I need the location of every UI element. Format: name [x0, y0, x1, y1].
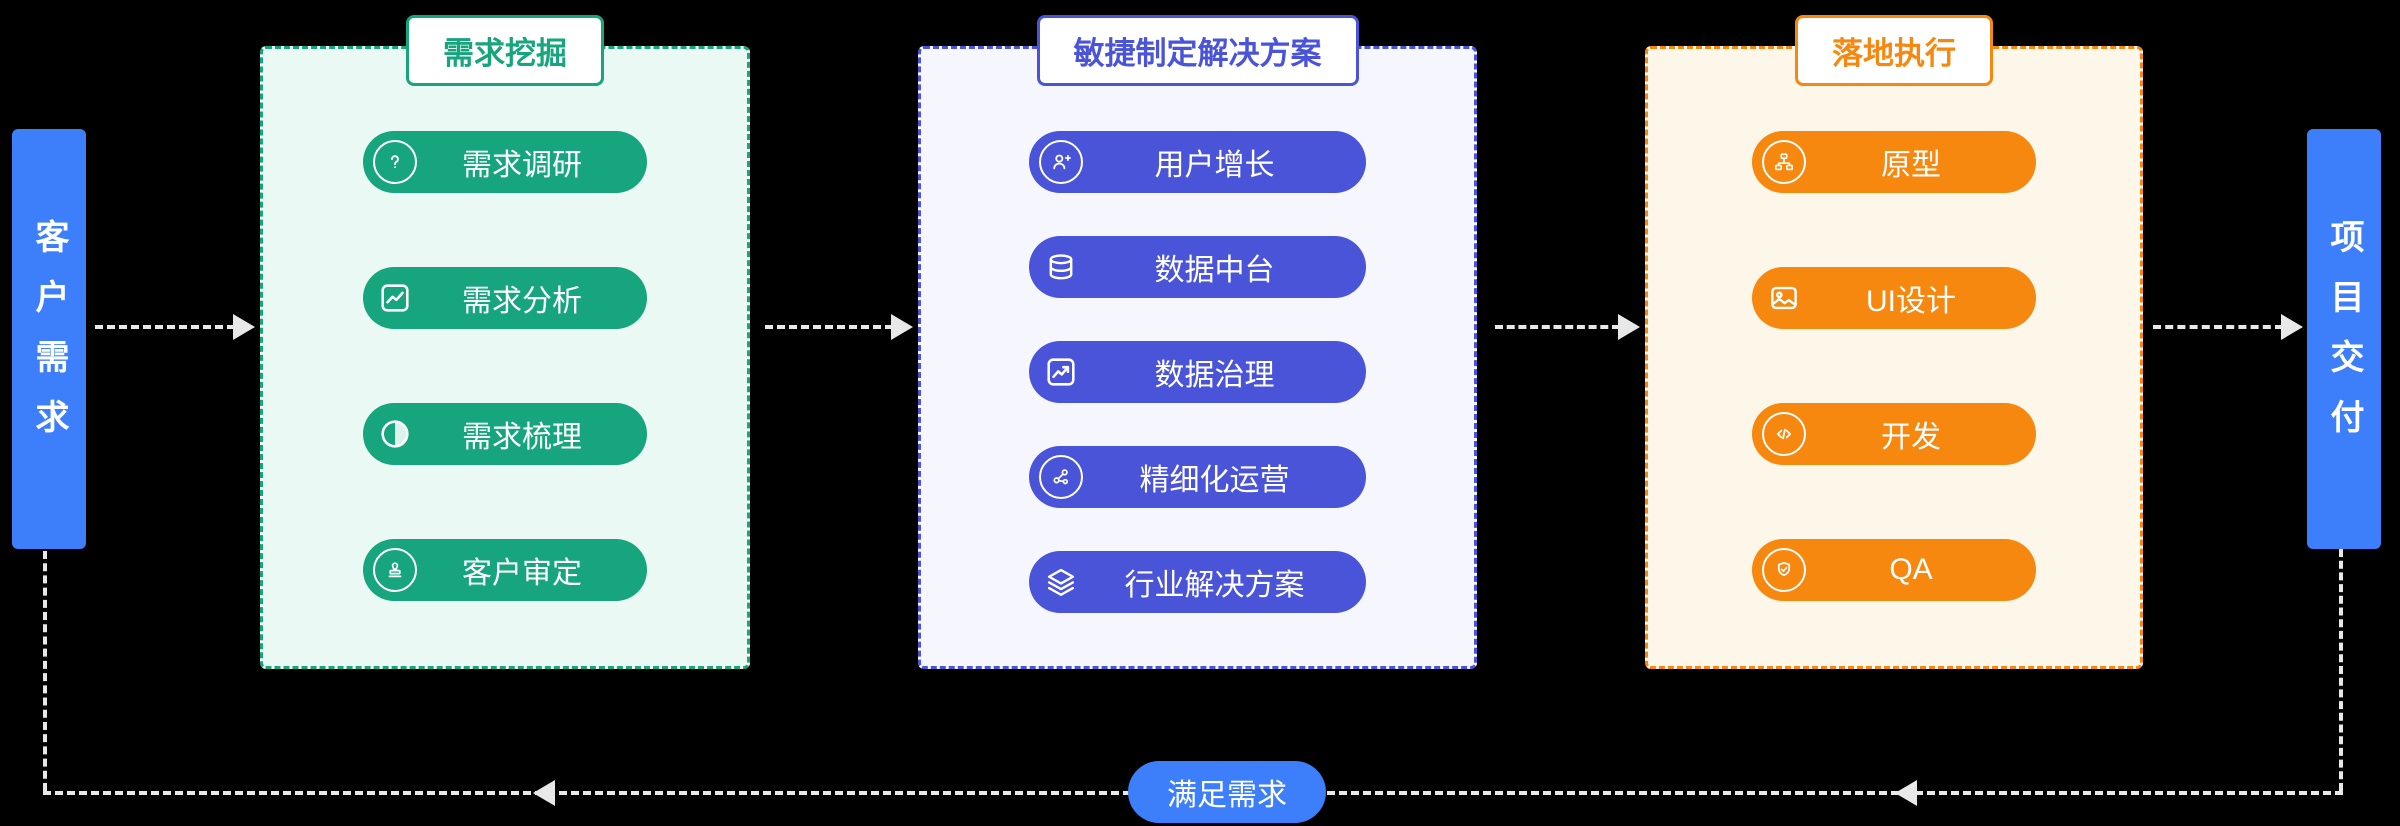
feedback-line-left: [43, 551, 47, 791]
arrow-dash: [765, 325, 893, 329]
step-data-governance: 数据治理: [1029, 341, 1366, 403]
arrow-head-right-icon: [1618, 314, 1640, 340]
step-label: 行业解决方案: [1124, 569, 1305, 602]
panel-title: 敏捷制定解决方案: [1036, 15, 1359, 86]
panel-agile-solution: 敏捷制定解决方案 用户增长 数据中台: [918, 15, 1477, 669]
shield-check-icon: [1762, 548, 1806, 592]
arrow-dash: [2153, 325, 2283, 329]
step-ui-design: UI设计: [1752, 267, 2036, 329]
step-customer-approval: 客户审定: [363, 539, 647, 601]
panel-requirements-mining: 需求挖掘 需求调研 需求分析: [260, 15, 750, 669]
step-industry-solutions: 行业解决方案: [1029, 551, 1366, 613]
step-requirements-sorting: 需求梳理: [363, 403, 647, 465]
project-delivery-label: 项目交付: [2325, 219, 2363, 459]
chart-board-icon: [1039, 350, 1083, 394]
sitemap-icon: [1762, 140, 1806, 184]
step-requirements-research: 需求调研: [363, 131, 647, 193]
step-label: UI设计: [1866, 285, 1956, 318]
network-icon: [1039, 455, 1083, 499]
panel-title: 需求挖掘: [406, 15, 604, 86]
step-label: 需求调研: [462, 149, 582, 182]
step-user-growth: 用户增长: [1029, 131, 1366, 193]
step-label: 开发: [1881, 421, 1941, 454]
arrow-dash: [95, 325, 235, 329]
step-data-platform: 数据中台: [1029, 236, 1366, 298]
customer-requirements-box: 客户需求: [12, 129, 86, 549]
code-icon: [1762, 412, 1806, 456]
step-label: 用户增长: [1154, 149, 1275, 182]
image-icon: [1762, 276, 1806, 320]
arrow-dash: [1495, 325, 1620, 329]
step-label: 数据中台: [1154, 254, 1275, 287]
feedback-line-right: [2339, 549, 2343, 791]
arrow-head-right-icon: [233, 314, 255, 340]
question-icon: [373, 140, 417, 184]
project-delivery-box: 项目交付: [2307, 129, 2381, 549]
feedback-label: 满足需求: [1167, 779, 1287, 812]
step-label: QA: [1889, 553, 1933, 586]
step-label: 精细化运营: [1139, 464, 1290, 497]
pill-list: 需求调研 需求分析 需求梳理: [263, 49, 747, 666]
pie-chart-icon: [373, 412, 417, 456]
line-chart-icon: [373, 276, 417, 320]
pill-list: 原型 UI设计 开发: [1648, 49, 2140, 666]
step-label: 需求分析: [462, 285, 582, 318]
step-requirements-analysis: 需求分析: [363, 267, 647, 329]
step-label: 数据治理: [1154, 359, 1275, 392]
step-label: 需求梳理: [462, 421, 582, 454]
stamp-icon: [373, 548, 417, 592]
arrow-head-right-icon: [891, 314, 913, 340]
step-qa: QA: [1752, 539, 2036, 601]
arrow-head-left-icon: [533, 780, 555, 806]
pill-list: 用户增长 数据中台 数据治理: [921, 49, 1474, 666]
step-development: 开发: [1752, 403, 2036, 465]
customer-requirements-label: 客户需求: [30, 219, 68, 459]
feedback-pill: 满足需求: [1128, 761, 1326, 823]
step-label: 原型: [1881, 149, 1941, 182]
arrow-head-right-icon: [2281, 314, 2303, 340]
step-label: 客户审定: [462, 557, 582, 590]
panel-implementation: 落地执行 原型 UI设计: [1645, 15, 2143, 669]
step-prototype: 原型: [1752, 131, 2036, 193]
panel-title: 落地执行: [1795, 15, 1993, 86]
step-refined-operations: 精细化运营: [1029, 446, 1366, 508]
layers-icon: [1039, 560, 1083, 604]
database-icon: [1039, 245, 1083, 289]
arrow-head-left-icon: [1895, 780, 1917, 806]
user-plus-icon: [1039, 140, 1083, 184]
